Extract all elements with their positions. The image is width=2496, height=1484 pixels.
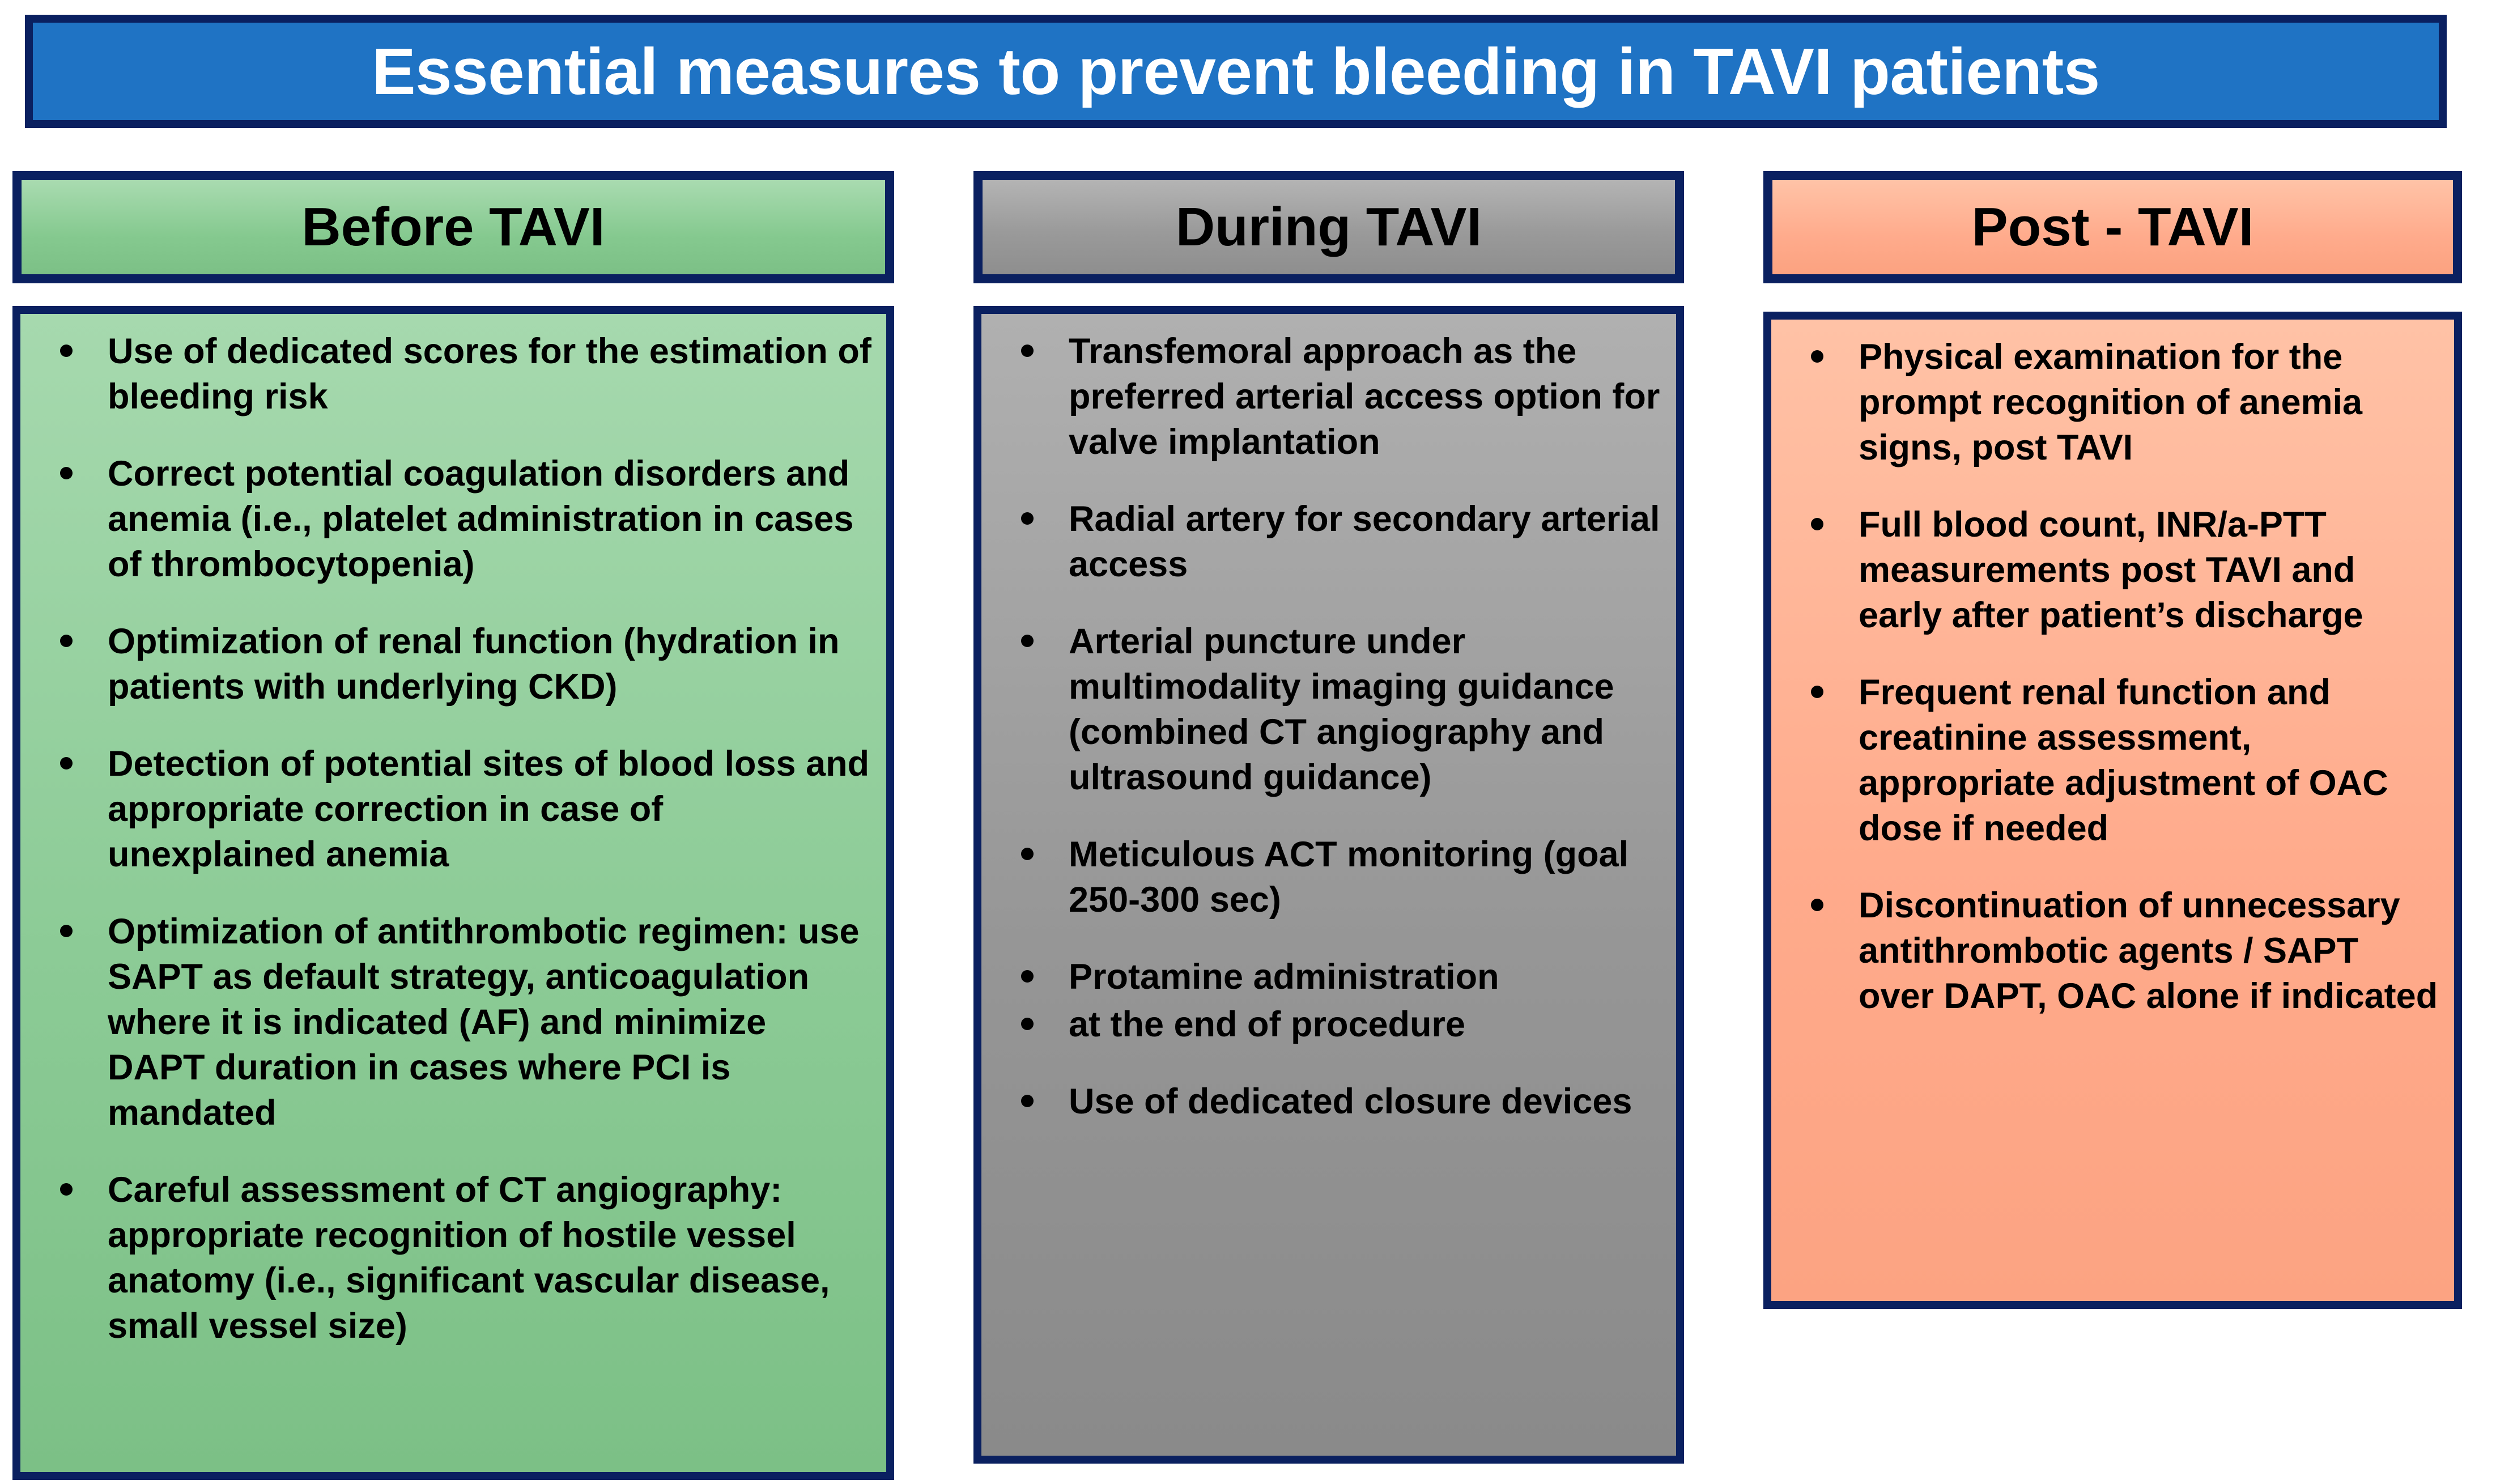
- bullet-dot-icon: [60, 757, 73, 769]
- list-item: Detection of potential sites of blood lo…: [35, 741, 871, 877]
- bullet-dot-icon: [1021, 635, 1034, 647]
- list-item-text: Discontinuation of unnecessary antithrom…: [1859, 886, 2438, 1016]
- list-item-text: Detection of potential sites of blood lo…: [108, 744, 870, 874]
- column-header-during-tavi: During TAVI: [973, 171, 1684, 283]
- list-item: Careful assessment of CT angiography: ap…: [35, 1167, 871, 1349]
- list-item: Discontinuation of unnecessary antithrom…: [1786, 883, 2439, 1019]
- bullet-dot-icon: [60, 635, 73, 647]
- column-header-label: Before TAVI: [301, 197, 605, 257]
- list-item-text: Correct potential coagulation disorders …: [108, 454, 854, 584]
- list-item: Optimization of renal function (hydratio…: [35, 619, 871, 709]
- bullet-dot-icon: [1811, 899, 1823, 911]
- column-body-during-tavi: Transfemoral approach as the preferred a…: [973, 306, 1684, 1464]
- list-item-text: Transfemoral approach as the preferred a…: [1069, 331, 1660, 462]
- page-title: Essential measures to prevent bleeding i…: [372, 35, 2100, 108]
- column-body-post-tavi: Physical examination for the prompt reco…: [1763, 312, 2462, 1309]
- bullet-list-during-tavi: Transfemoral approach as the preferred a…: [996, 329, 1661, 1124]
- bullet-dot-icon: [60, 467, 73, 479]
- list-item-text: Meticulous ACT monitoring (goal 250-300 …: [1069, 835, 1629, 920]
- list-item: Arterial puncture under multimodality im…: [996, 619, 1661, 800]
- bullet-dot-icon: [1021, 1095, 1034, 1107]
- list-item-text: Optimization of antithrombotic regimen: …: [108, 912, 860, 1133]
- bullet-dot-icon: [1811, 350, 1823, 363]
- list-item: Frequent renal function and creatinine a…: [1786, 670, 2439, 851]
- list-item-text: Arterial puncture under multimodality im…: [1069, 622, 1614, 797]
- list-item: Optimization of antithrombotic regimen: …: [35, 909, 871, 1136]
- column-header-before-tavi: Before TAVI: [12, 171, 894, 283]
- bullet-list-before-tavi: Use of dedicated scores for the estimati…: [35, 329, 871, 1349]
- bullet-list-post-tavi: Physical examination for the prompt reco…: [1786, 334, 2439, 1019]
- list-item: Use of dedicated closure devices: [996, 1079, 1661, 1124]
- list-item-text: Careful assessment of CT angiography: ap…: [108, 1170, 830, 1346]
- list-item-text: at the end of procedure: [1069, 1005, 1466, 1044]
- list-item: Transfemoral approach as the preferred a…: [996, 329, 1661, 465]
- bullet-dot-icon: [60, 925, 73, 937]
- bullet-dot-icon: [1021, 512, 1034, 525]
- list-item: Protamine administration: [996, 954, 1661, 1000]
- list-item-text: Frequent renal function and creatinine a…: [1859, 673, 2388, 848]
- bullet-dot-icon: [1811, 518, 1823, 530]
- bullet-dot-icon: [1811, 686, 1823, 698]
- column-header-label: Post - TAVI: [1971, 197, 2254, 257]
- column-header-label: During TAVI: [1175, 197, 1482, 257]
- list-item-text: Radial artery for secondary arterial acc…: [1069, 499, 1660, 584]
- list-item-text: Optimization of renal function (hydratio…: [108, 622, 840, 707]
- bullet-dot-icon: [60, 1183, 73, 1196]
- bullet-dot-icon: [1021, 345, 1034, 357]
- list-item: Full blood count, INR/a-PTT measurements…: [1786, 502, 2439, 638]
- list-item: Physical examination for the prompt reco…: [1786, 334, 2439, 470]
- list-item-text: Use of dedicated scores for the estimati…: [108, 331, 871, 416]
- list-item-text: Physical examination for the prompt reco…: [1859, 337, 2363, 467]
- column-body-before-tavi: Use of dedicated scores for the estimati…: [12, 306, 894, 1480]
- bullet-dot-icon: [1021, 848, 1034, 860]
- bullet-dot-icon: [60, 345, 73, 357]
- list-item-text: Protamine administration: [1069, 957, 1499, 997]
- bullet-dot-icon: [1021, 970, 1034, 983]
- list-item: Radial artery for secondary arterial acc…: [996, 496, 1661, 587]
- list-item: Meticulous ACT monitoring (goal 250-300 …: [996, 832, 1661, 922]
- column-header-post-tavi: Post - TAVI: [1763, 171, 2462, 283]
- title-banner: Essential measures to prevent bleeding i…: [25, 15, 2447, 128]
- list-item: at the end of procedure: [996, 1002, 1661, 1047]
- list-item-text: Use of dedicated closure devices: [1069, 1082, 1632, 1121]
- list-item: Correct potential coagulation disorders …: [35, 451, 871, 587]
- bullet-dot-icon: [1021, 1018, 1034, 1030]
- list-item-text: Full blood count, INR/a-PTT measurements…: [1859, 505, 2363, 635]
- list-item: Use of dedicated scores for the estimati…: [35, 329, 871, 419]
